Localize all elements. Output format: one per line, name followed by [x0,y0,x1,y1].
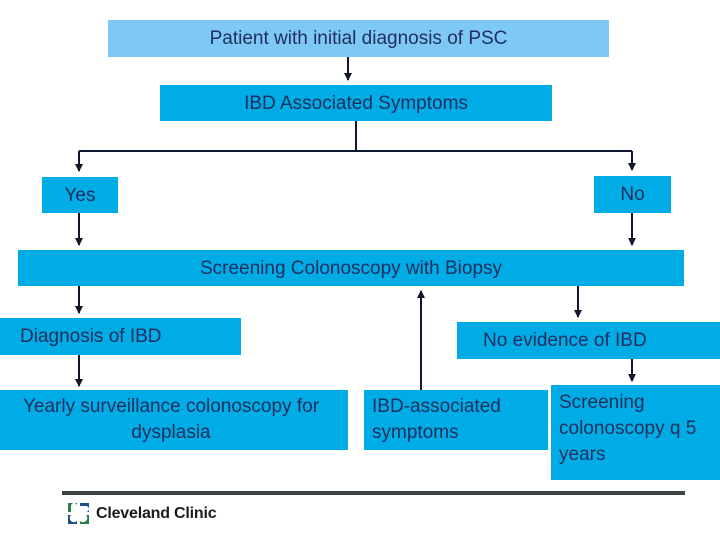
node-diagnosis-of-ibd: Diagnosis of IBD [0,318,241,355]
footer-divider [62,491,685,495]
node-branch-yes: Yes [42,177,118,213]
node-ibd-associated-symptoms-decision: IBD Associated Symptoms [160,85,552,121]
node-branch-no: No [594,176,671,213]
cleveland-clinic-logo: Cleveland Clinic [68,503,217,524]
node-ibd-associated-symptoms-outcome: IBD-associated symptoms [364,390,548,450]
logo-wordmark: Cleveland Clinic [96,504,217,522]
edge-ibd-symptoms-split [75,121,636,172]
cleveland-clinic-pinwheel-icon [68,503,89,524]
node-yearly-surveillance-colonoscopy: Yearly surveillance colonoscopy for dysp… [0,390,348,450]
node-no-evidence-of-ibd: No evidence of IBD [457,322,720,359]
node-screening-colonoscopy-q5-years: Screening colonoscopy q 5 years [551,385,720,480]
node-screening-colonoscopy-with-biopsy: Screening Colonoscopy with Biopsy [18,250,684,286]
node-patient-initial-diagnosis: Patient with initial diagnosis of PSC [108,20,609,57]
